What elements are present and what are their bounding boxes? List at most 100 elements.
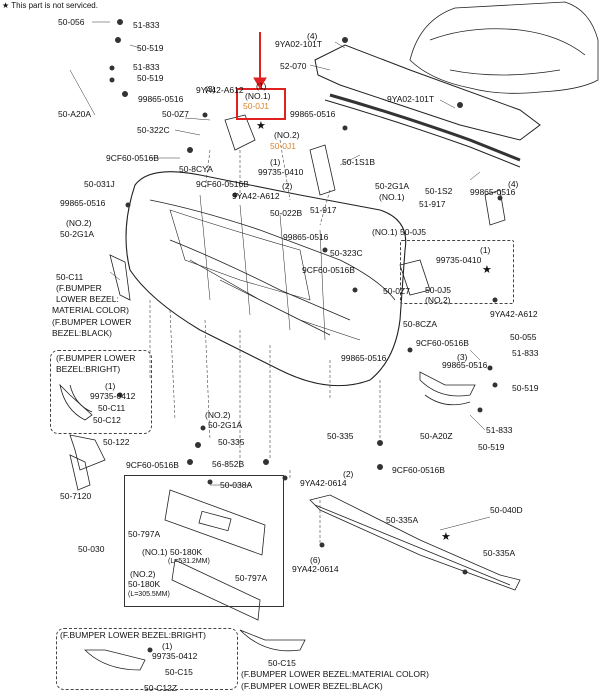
part-label[interactable]: 50-C12Z (144, 683, 178, 693)
part-label[interactable]: 50-335A (386, 515, 419, 525)
part-label[interactable]: 51-833 (133, 20, 160, 30)
part-label[interactable]: 50-1S1B (342, 157, 376, 167)
bezel-variant: (F.BUMPER (56, 283, 102, 293)
not-serviced-star-icon: ★ (441, 531, 451, 543)
part-label[interactable]: 99865-0516 (283, 232, 329, 242)
part-label[interactable]: 50-038A (220, 480, 253, 490)
part-label[interactable]: 9YA42-A612 (490, 309, 538, 319)
part-label[interactable]: 50-C12 (93, 415, 121, 425)
bezel-variant: (F.BUMPER LOWER (52, 317, 132, 327)
part-label[interactable]: 50-797A (128, 529, 161, 539)
part-label[interactable]: 99865-0516 (138, 94, 184, 104)
part-label[interactable]: 50-0J1 (270, 141, 296, 151)
part-label[interactable]: 50-335A (483, 548, 516, 558)
part-label[interactable]: 50-C11 (98, 403, 126, 413)
quantity-label: (1) (256, 81, 267, 91)
part-label[interactable]: 51-833 (133, 62, 160, 72)
quantity-label: (NO.1) (372, 227, 398, 237)
part-label[interactable]: 50-C15 (268, 658, 296, 668)
part-label[interactable]: 99735-0412 (152, 651, 198, 661)
part-label[interactable]: 99865-0516 (290, 109, 336, 119)
part-label[interactable]: 50-8CZA (403, 319, 438, 329)
part-label[interactable]: 9CF60-0516B (392, 465, 445, 475)
part-label[interactable]: 50-030 (78, 544, 105, 554)
part-label[interactable]: 50-7120 (60, 491, 92, 501)
part-label[interactable]: 51-833 (486, 425, 513, 435)
legend-note-text: This part is not serviced. (11, 1, 98, 10)
car-silhouette (409, 1, 599, 94)
part-label[interactable]: 50-519 (512, 383, 539, 393)
part-label[interactable]: 50-8CYA (179, 164, 213, 174)
part-label[interactable]: 99865-0516 (341, 353, 387, 363)
part-label[interactable]: 50-056 (58, 17, 85, 27)
part-label[interactable]: 50-031J (84, 179, 115, 189)
part-label[interactable]: 9YA02-101T (387, 94, 435, 104)
part-label[interactable]: 50-0Z7 (162, 109, 189, 119)
bright-bezel-group-box (50, 350, 152, 434)
part-label[interactable]: 50-C15 (165, 667, 193, 677)
part-label[interactable]: 50-C11 (56, 272, 84, 282)
part-label[interactable]: 51-917 (310, 205, 337, 215)
part-label[interactable]: 50-519 (478, 442, 505, 452)
part-label[interactable]: 50-1S2 (425, 186, 453, 196)
part-label[interactable]: 50-180K (170, 547, 203, 557)
quantity-label: (2) (282, 181, 293, 191)
part-label[interactable]: 50-022B (270, 208, 303, 218)
part-label[interactable]: 9CF60-0516B (302, 265, 355, 275)
part-label[interactable]: 9YA02-101T (275, 39, 323, 49)
part-label[interactable]: 50-519 (137, 73, 164, 83)
part-label[interactable]: 51-833 (512, 348, 539, 358)
part-length: (L=305.5MM) (128, 591, 170, 598)
part-label[interactable]: 50-322C (137, 125, 170, 135)
quantity-label: (NO.2) (205, 410, 231, 420)
part-label[interactable]: 51-917 (419, 199, 446, 209)
part-label[interactable]: 50-0J5 (425, 285, 451, 295)
part-label[interactable]: 9CF60-0516B (106, 153, 159, 163)
part-label[interactable]: 50-122 (103, 437, 130, 447)
part-label[interactable]: 50-040D (490, 505, 523, 515)
part-label[interactable]: 50-0J5 (400, 227, 426, 237)
part-label[interactable]: 50-2G1A (375, 181, 410, 191)
part-label[interactable]: 50-797A (235, 573, 268, 583)
part-label[interactable]: 99735-0410 (258, 167, 304, 177)
part-label[interactable]: 9YA42-0614 (300, 478, 347, 488)
bezel-variant: (F.BUMPER LOWER BEZEL:BLACK) (241, 681, 383, 691)
quantity-label: (NO.2) (66, 218, 92, 228)
part-label[interactable]: 50-323C (330, 248, 363, 258)
part-label[interactable]: 50-335 (327, 431, 354, 441)
bumper-reinforcement (314, 44, 541, 141)
part-label[interactable]: 52-070 (280, 61, 307, 71)
part-label[interactable]: 50-2G1A (208, 420, 243, 430)
part-label[interactable]: 99735-0410 (436, 255, 482, 265)
quantity-label: (3) (205, 84, 216, 94)
part-label[interactable]: 50-335 (218, 437, 245, 447)
part-label[interactable]: 50-A20A (58, 109, 92, 119)
part-label[interactable]: 50-180K (128, 579, 161, 589)
part-label[interactable]: 50-055 (510, 332, 537, 342)
part-label[interactable]: 50-0Z7 (383, 286, 410, 296)
quantity-label: (NO.2) (130, 569, 156, 579)
part-label[interactable]: 9CF60-0516B (126, 460, 179, 470)
quantity-label: (NO.2) (425, 295, 451, 305)
part-label[interactable]: 9YA42-A612 (196, 85, 244, 95)
part-label[interactable]: 9CF60-0516B (416, 338, 469, 348)
license-plate-bracket (164, 489, 266, 556)
quantity-label: (NO.1) (142, 547, 168, 557)
bezel-variant: (F.BUMPER LOWER BEZEL:BRIGHT) (60, 630, 206, 640)
part-label[interactable]: 56-852B (212, 459, 245, 469)
part-label[interactable]: 99865-0516 (60, 198, 106, 208)
part-label[interactable]: 9YA42-0614 (292, 564, 339, 574)
part-label[interactable]: 99865-0516 (470, 187, 516, 197)
part-label[interactable]: 50-519 (137, 43, 164, 53)
highlighted-part-label[interactable]: 50-0J1 (243, 101, 269, 111)
highlighted-part-box (236, 88, 286, 120)
part-label[interactable]: 50-A20Z (420, 431, 453, 441)
part-label[interactable]: 99735-0412 (90, 391, 136, 401)
bezel-variant: (F.BUMPER LOWER BEZEL:MATERIAL COLOR) (241, 669, 429, 679)
quantity-label: (NO.1) (379, 192, 405, 202)
part-label[interactable]: 99865-0516 (442, 360, 488, 370)
part-label[interactable]: 50-2G1A (60, 229, 95, 239)
part-label[interactable]: 9CF60-0516B (196, 179, 249, 189)
part-label[interactable]: 9YA42-A612 (232, 191, 280, 201)
quantity-label: (3) (457, 352, 468, 362)
